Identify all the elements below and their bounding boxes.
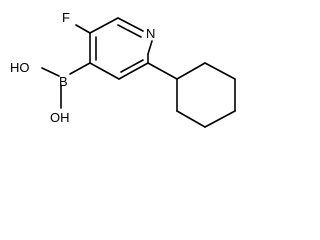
bond-cy1-cy2 <box>176 62 206 80</box>
atom-label-fluorine: F <box>62 10 70 25</box>
bond-n1-c6-double <box>117 24 142 38</box>
bond-n1-c6 <box>117 17 144 32</box>
atom-label-hydroxyl-bottom: OH <box>50 110 70 125</box>
pyridine-ring <box>89 17 153 80</box>
atom-label-hydroxyl-top: HO <box>10 60 30 75</box>
bond-c3-c2 <box>118 62 149 80</box>
chemical-structure-diagram: F N B HO OH <box>10 10 236 128</box>
bond-c3-c2-double <box>120 59 144 73</box>
bond-c6-c5 <box>89 17 119 34</box>
bond-cy2-cy3 <box>204 62 236 80</box>
bond-c2-cyclohexyl <box>147 62 178 80</box>
bond-c4-c3 <box>89 62 120 80</box>
bond-c5-fluorine <box>75 24 91 34</box>
bond-cy4-cy5 <box>204 110 236 128</box>
cyclohexane-ring <box>176 62 236 128</box>
bond-c4-boron <box>69 62 91 75</box>
atom-label-boron: B <box>59 74 68 89</box>
atom-label-nitrogen: N <box>146 26 155 41</box>
bond-c2-n1 <box>147 40 153 55</box>
bond-cy5-cy6 <box>176 110 206 128</box>
bond-boron-ho-top <box>41 67 60 77</box>
